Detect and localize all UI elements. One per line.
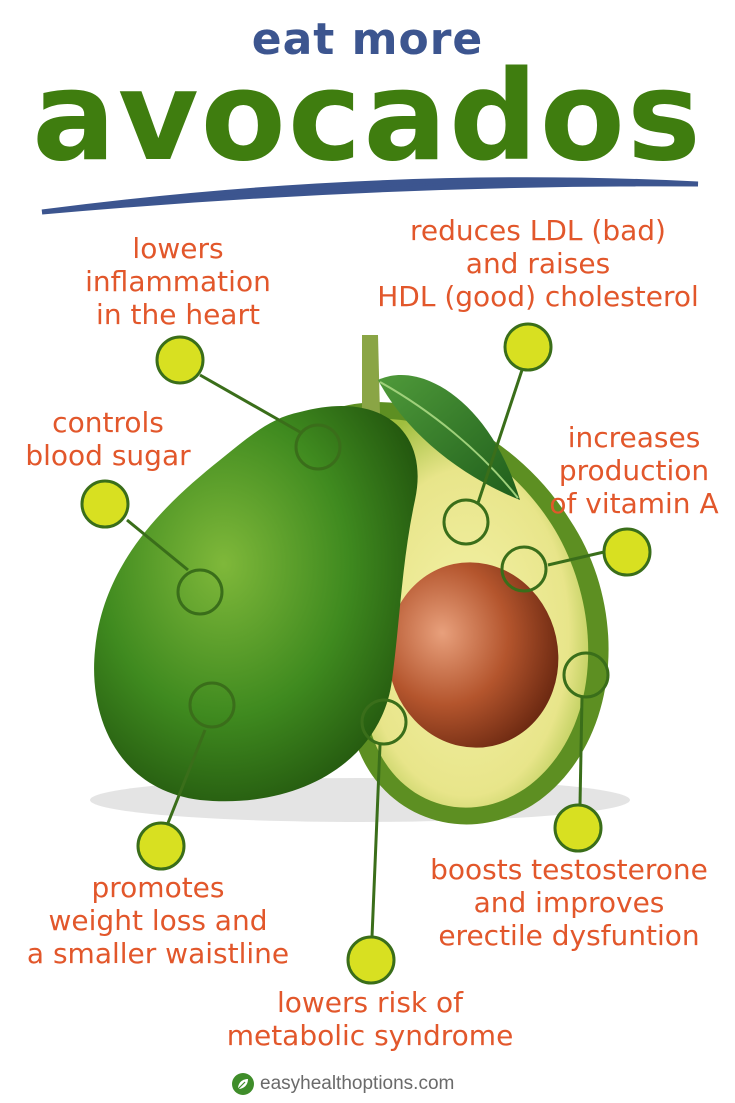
- benefit-line: and improves: [473, 886, 665, 919]
- leaf-icon: [232, 1073, 254, 1095]
- title-eat-more: eat more: [251, 14, 484, 65]
- benefit-line: metabolic syndrome: [226, 1019, 514, 1052]
- benefit-line: and raises: [465, 247, 611, 280]
- benefit-cholesterol: reduces LDL (bad) and raises HDL (good) …: [350, 214, 726, 313]
- footer-url[interactable]: easyhealthoptions.com: [260, 1073, 455, 1094]
- benefit-line: in the heart: [96, 298, 260, 331]
- title-underline: [41, 177, 699, 215]
- benefit-metabolic-syndrome: lowers risk of metabolic syndrome: [205, 986, 535, 1052]
- benefit-heart-inflammation: lowers inflammation in the heart: [68, 232, 288, 331]
- marker-dots: [80, 322, 652, 985]
- benefit-blood-sugar: controls blood sugar: [10, 406, 206, 472]
- benefit-line: boosts testosterone: [430, 853, 708, 886]
- benefit-line: controls: [52, 406, 164, 439]
- benefit-line: weight loss and: [48, 904, 268, 937]
- benefit-weight-loss: promotes weight loss and a smaller waist…: [8, 871, 308, 970]
- title-avocados: avocados: [32, 45, 703, 189]
- benefit-line: blood sugar: [25, 439, 191, 472]
- benefit-line: inflammation: [85, 265, 271, 298]
- benefit-line: HDL (good) cholesterol: [377, 280, 699, 313]
- benefit-line: production: [558, 454, 710, 487]
- benefit-line: lowers: [132, 232, 224, 265]
- benefit-line: lowers risk of: [276, 986, 464, 1019]
- footer: easyhealthoptions.com: [232, 1070, 454, 1098]
- target-rings: [176, 423, 610, 746]
- benefit-line: promotes: [91, 871, 225, 904]
- benefit-line: reduces LDL (bad): [410, 214, 666, 247]
- benefit-vitamin-a: increases production of vitamin A: [536, 421, 732, 520]
- benefit-line: increases: [567, 421, 701, 454]
- benefit-testosterone: boosts testosterone and improves erectil…: [408, 853, 730, 952]
- benefit-line: a smaller waistline: [26, 937, 290, 970]
- avocado-whole-image: [94, 405, 418, 802]
- benefit-line: erectile dysfuntion: [438, 919, 700, 952]
- connector-lines: [126, 369, 605, 938]
- benefit-line: of vitamin A: [549, 487, 719, 520]
